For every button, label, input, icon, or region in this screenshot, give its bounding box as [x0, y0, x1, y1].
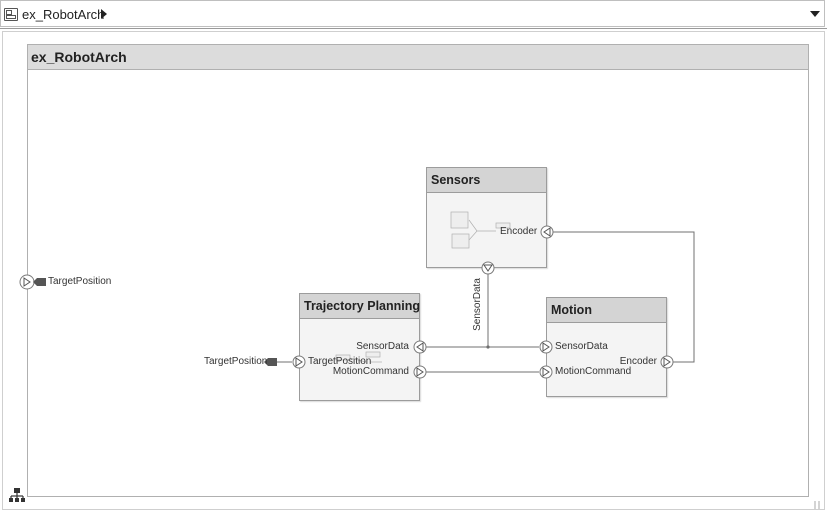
architecture-box[interactable]: ex_RobotArch	[27, 44, 809, 497]
motion-motion-command-port[interactable]	[539, 365, 553, 379]
sensors-sensor-data-port[interactable]	[481, 261, 495, 275]
sensors-encoder-port[interactable]	[540, 225, 554, 239]
sensors-title: Sensors	[431, 173, 481, 187]
motion-encoder-label: Encoder	[619, 356, 657, 367]
architecture-model-icon	[4, 8, 18, 21]
sensors-thumbnail	[450, 211, 511, 249]
sensors-sensor-data-label: SensorData	[471, 278, 483, 331]
motion-encoder-port[interactable]	[660, 355, 674, 369]
trajectory-sensor-data-label: SensorData	[356, 341, 409, 352]
trajectory-planning-title-bar: Trajectory Planning	[300, 294, 421, 319]
root-inport-label: TargetPosition	[48, 276, 112, 287]
trajectory-planning-title: Trajectory Planning	[304, 299, 421, 313]
motion-sensor-data-label: SensorData	[555, 341, 608, 352]
sensors-title-bar: Sensors	[427, 168, 546, 193]
sensors-encoder-label: Encoder	[500, 226, 538, 237]
wire-junction	[486, 345, 490, 349]
breadcrumb-arrow-icon[interactable]	[101, 9, 107, 19]
breadcrumb-model-name[interactable]: ex_RobotArch	[22, 7, 105, 22]
trajectory-external-inport-label: TargetPosition	[204, 356, 268, 367]
trajectory-external-inport[interactable]	[264, 358, 277, 366]
wire-encoder[interactable]	[553, 231, 695, 363]
hierarchy-icon[interactable]	[7, 485, 27, 505]
resize-grip-icon[interactable]	[813, 501, 823, 509]
trajectory-motion-command-port[interactable]	[413, 365, 427, 379]
root-target-position-inport[interactable]	[19, 274, 46, 290]
trajectory-sensor-data-port[interactable]	[413, 340, 427, 354]
architecture-title-bar: ex_RobotArch	[28, 45, 808, 70]
architecture-title: ex_RobotArch	[31, 49, 127, 65]
motion-title: Motion	[551, 303, 592, 317]
sensors-sensor-data-label-box: SensorData	[468, 278, 483, 331]
trajectory-motion-command-label: MotionCommand	[332, 366, 409, 377]
dropdown-icon[interactable]	[810, 11, 820, 17]
motion-sensor-data-port[interactable]	[539, 340, 553, 354]
motion-title-bar: Motion	[547, 298, 666, 323]
trajectory-target-position-label: TargetPosition	[308, 356, 372, 367]
motion-motion-command-label: MotionCommand	[555, 366, 632, 377]
breadcrumb-bar: ex_RobotArch	[0, 0, 825, 27]
trajectory-planning-thumbnail	[335, 351, 382, 363]
trajectory-target-position-port[interactable]	[292, 355, 306, 369]
trajectory-planning-component[interactable]: Trajectory Planning	[299, 293, 420, 401]
sensors-component[interactable]: Sensors	[426, 167, 547, 268]
